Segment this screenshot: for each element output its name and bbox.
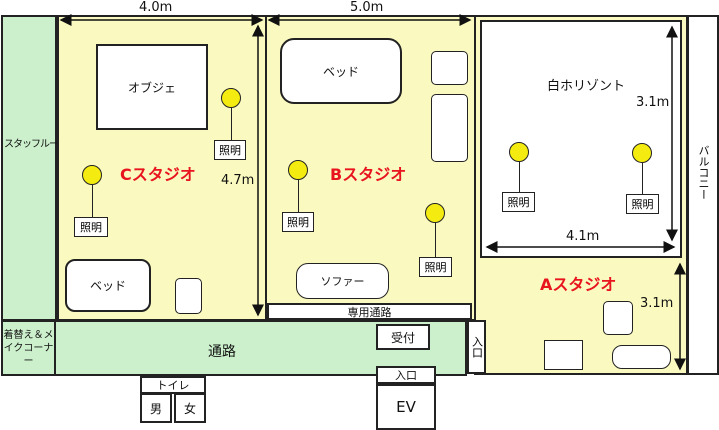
lamp-c-2 [82,165,102,185]
bed-b: ベッド [280,38,402,104]
dim-b-width: 5.0m [350,0,384,15]
studio-a-label: Aスタジオ [540,275,617,294]
light-b-1-label: 照明 [287,216,309,229]
toilet-label: トイレ [156,379,190,392]
lamp-a-2 [632,143,652,163]
sofa-a [612,345,671,369]
lamp-b-1 [288,160,308,180]
studio-c-label: Cスタジオ [120,165,196,184]
dim-cyc-width: 4.1m [566,229,600,244]
light-b-2-label: 照明 [424,261,447,274]
exclusive-passage-label: 専用通路 [347,305,392,319]
objet: オブジェ [96,44,208,130]
toilet-women-label: 女 [183,401,196,416]
lamp-c-2-stem [92,185,93,217]
cyclorama-label: 白ホリゾント [547,79,626,94]
elevator[interactable]: EV [376,384,436,430]
bed-c: ベッド [65,259,151,312]
entrance-label: 入口 [395,369,417,382]
reception[interactable]: 受付 [376,324,430,350]
side-entrance[interactable]: 入口 [467,320,486,374]
dim-c-width: 4.0m [139,0,173,15]
lamp-c-1-stem [231,108,232,140]
staff-room: スタッフルーム [1,15,68,321]
entrance[interactable]: 入口 [376,366,436,384]
cyclorama [480,20,682,258]
lamp-b-2 [425,203,445,223]
light-b-2: 照明 [419,257,452,277]
bed-c-label: ベッド [89,279,126,293]
changing-room-label: 着替え＆メイクコーナー [3,329,54,367]
light-c-2-label: 照明 [80,221,102,234]
exclusive-passage: 専用通路 [267,303,472,320]
changing-room: 着替え＆メイクコーナー [1,320,56,376]
elevator-label: EV [396,398,416,416]
light-c-1: 照明 [214,140,246,160]
dim-cyc-height: 3.1m [636,95,670,110]
sofa-label: ソファー [320,275,365,288]
lamp-c-1 [221,88,241,108]
balcony: バルコニー [687,15,719,375]
lamp-a-2-stem [642,163,643,194]
light-a-2-label: 照明 [631,198,654,211]
lamp-b-1-stem [298,180,299,212]
toilet-men[interactable]: 男 [140,393,172,423]
light-a-1-label: 照明 [507,196,530,209]
bed-b-label: ベッド [322,64,359,79]
stool-a [603,301,633,335]
dim-a-height: 3.1m [640,296,674,311]
toilet: トイレ [140,376,206,394]
table-a [544,340,583,370]
staff-room-label: スタッフルーム [4,139,68,150]
chair-c [175,278,202,314]
cabinet-b-2 [431,94,468,162]
sofa: ソファー [296,263,389,299]
side-entrance-label: 入口 [470,336,484,358]
reception-label: 受付 [390,330,415,345]
light-c-2: 照明 [74,217,108,237]
lamp-a-1 [509,142,529,162]
dim-c-height: 4.7m [221,173,255,188]
balcony-label: バルコニー [697,145,710,200]
light-a-2: 照明 [626,194,659,214]
toilet-women[interactable]: 女 [174,393,206,423]
light-c-1-label: 照明 [219,144,241,157]
light-b-1: 照明 [282,212,314,232]
lamp-b-2-stem [435,223,436,257]
objet-label: オブジェ [127,80,176,95]
cabinet-b-1 [431,51,468,85]
toilet-men-label: 男 [149,401,162,416]
lamp-a-1-stem [519,162,520,192]
studio-b-label: Bスタジオ [330,165,407,184]
corridor-label: 通路 [208,344,236,360]
light-a-1: 照明 [502,192,535,212]
